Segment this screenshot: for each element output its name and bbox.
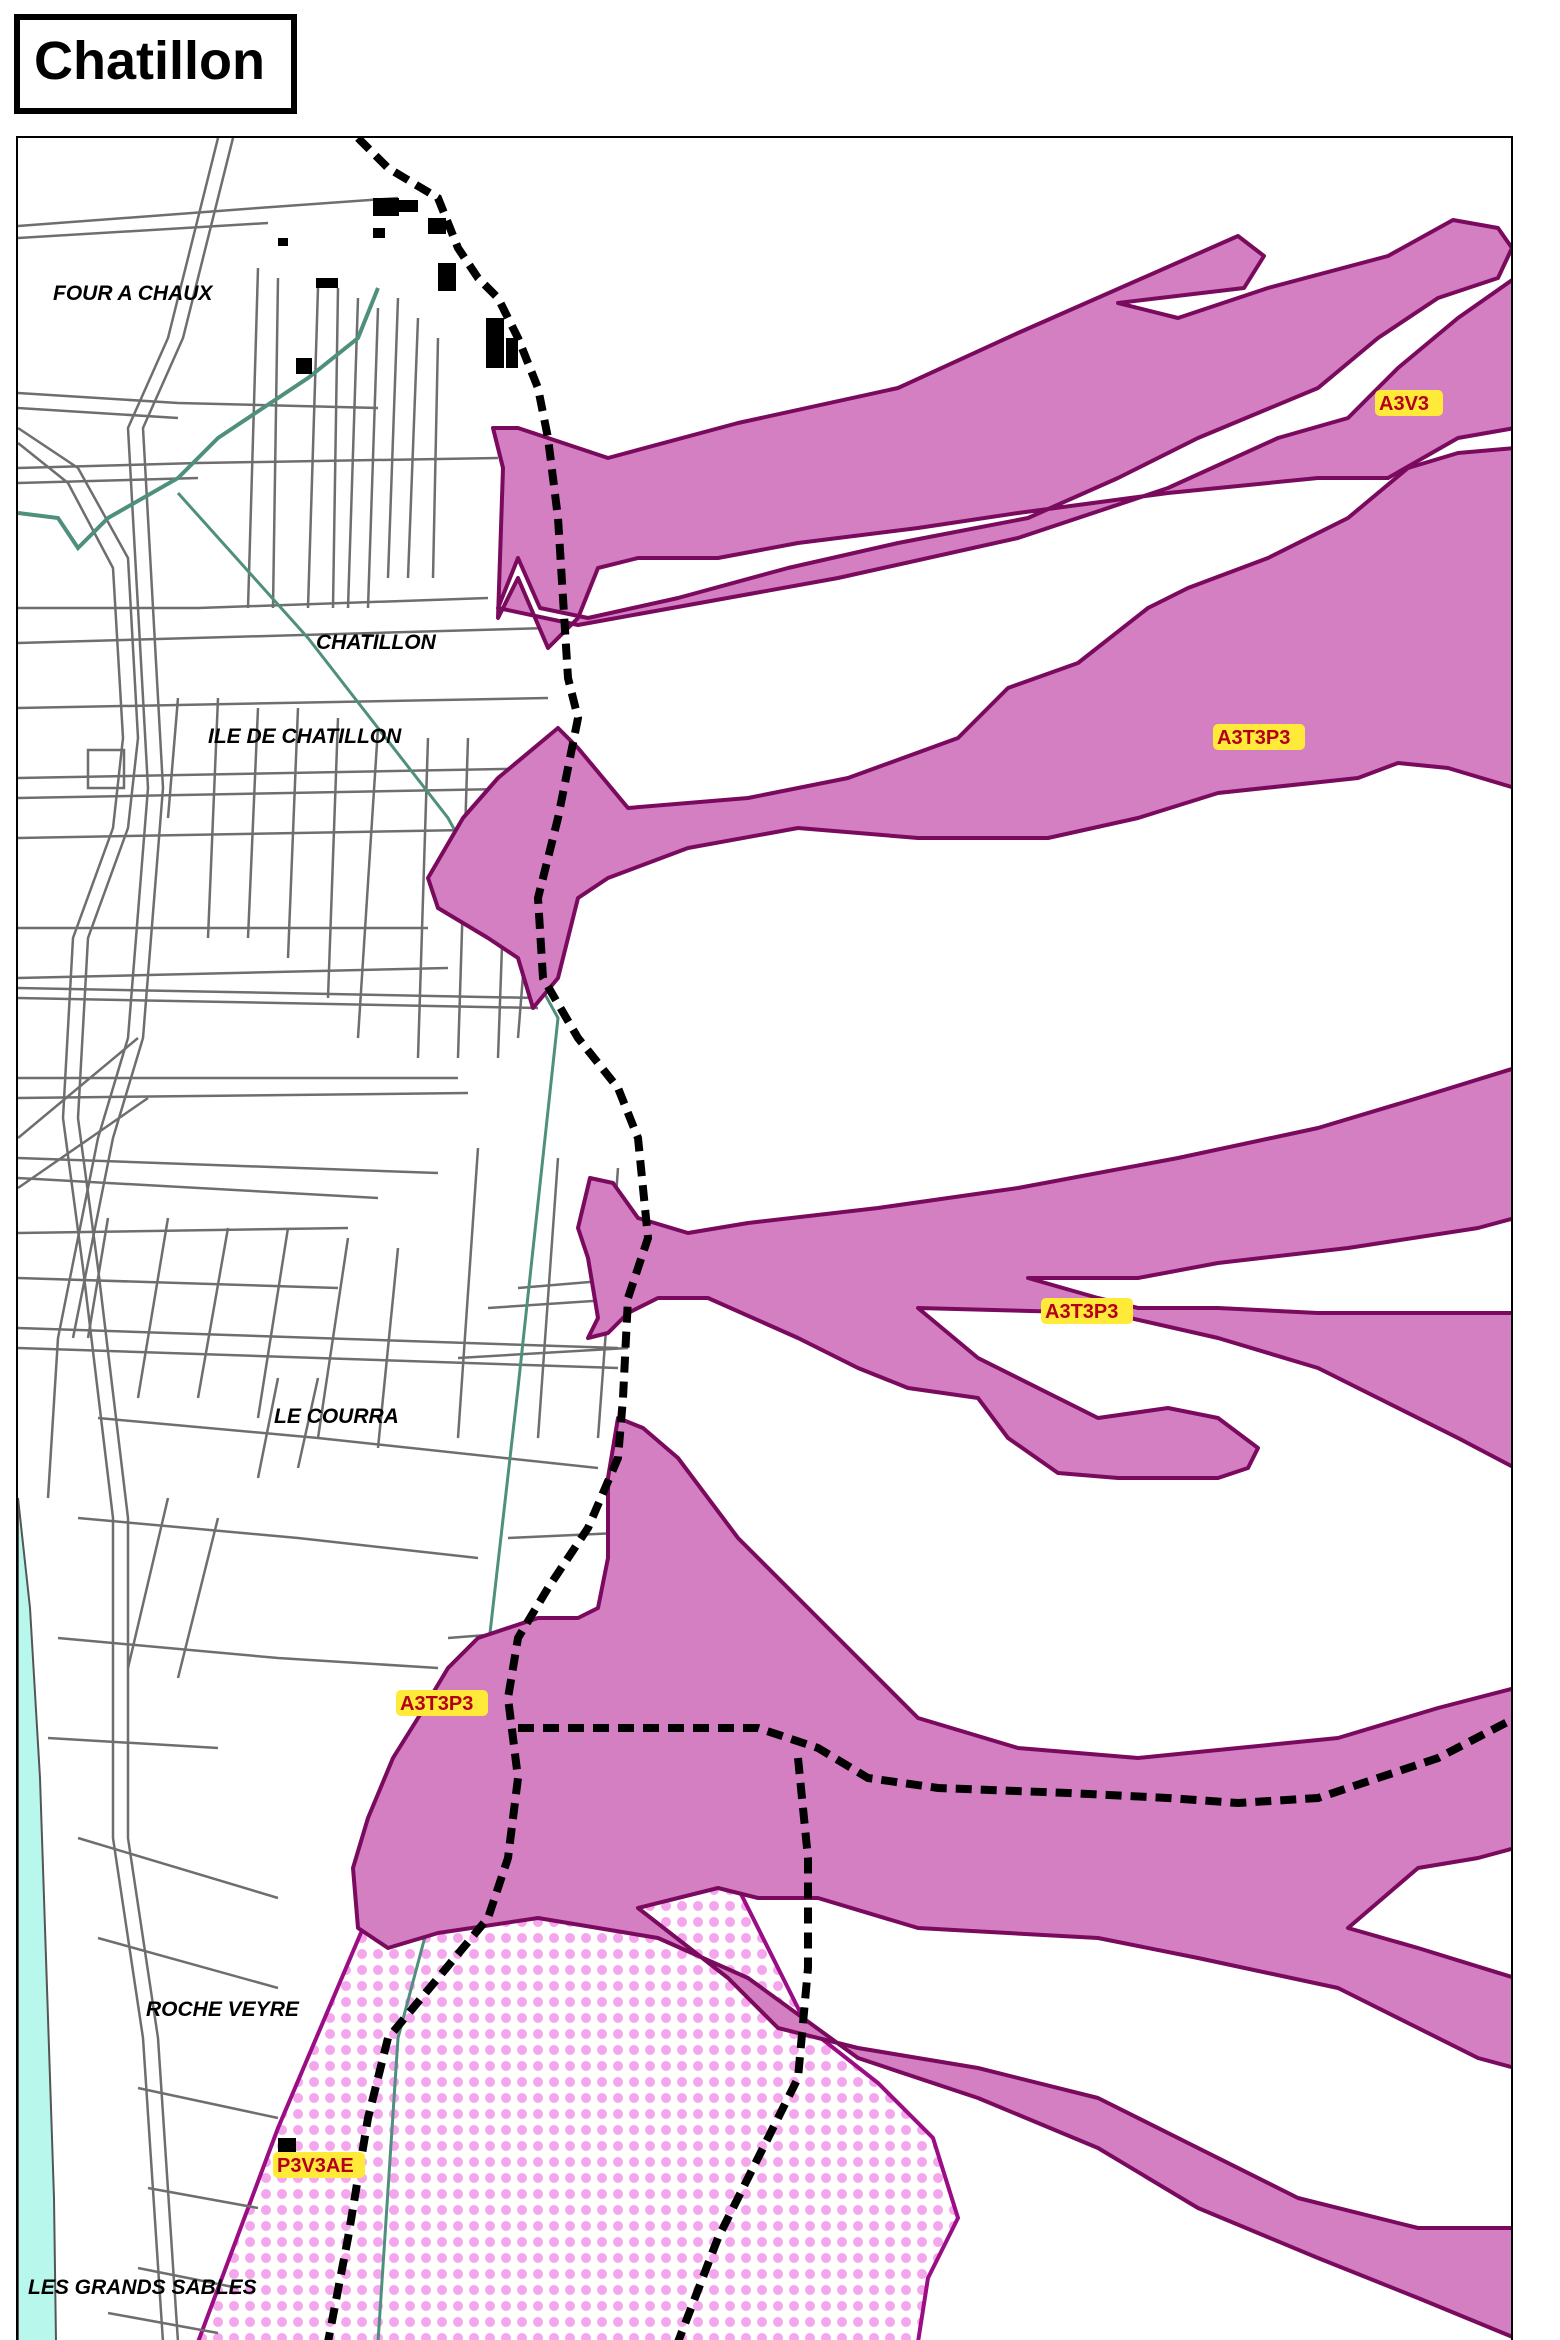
- boundary-dashed: [324, 138, 1511, 2340]
- map-title-box: Chatillon: [14, 14, 297, 114]
- zone-label-a3t3p3-1: A3T3P3: [1217, 727, 1290, 749]
- zone-label-p3v3ae: P3V3AE: [277, 2155, 354, 2177]
- hazard-zones: [351, 218, 1511, 2339]
- zone-label-a3v3-group: A3V3: [1375, 390, 1443, 416]
- hazard-zone-a3t3p3-1: [426, 446, 1511, 1010]
- hazard-zone-a3v3: [491, 218, 1511, 650]
- creek-line: [176, 491, 560, 2340]
- map-canvas: FOUR A CHAUX CHATILLON ILE DE CHATILLON …: [18, 138, 1511, 2340]
- parcel-lines: [18, 138, 639, 2340]
- zone-label-a3t3p3-1-group: A3T3P3: [1213, 724, 1305, 750]
- map-frame: FOUR A CHAUX CHATILLON ILE DE CHATILLON …: [16, 136, 1513, 2340]
- zone-label-p3v3ae-group: P3V3AE: [273, 2152, 365, 2178]
- zone-label-a3t3p3-2-group: A3T3P3: [1041, 1298, 1133, 1324]
- river: [18, 1497, 57, 2340]
- map-title: Chatillon: [34, 31, 265, 91]
- place-roche-veyre: ROCHE VEYRE: [146, 1998, 300, 2021]
- hazard-zone-a3t3p3-2: [576, 1067, 1511, 1480]
- zone-label-a3v3: A3V3: [1379, 393, 1429, 415]
- creek: [18, 287, 380, 552]
- place-chatillon: CHATILLON: [316, 631, 437, 654]
- place-four-a-chaux: FOUR A CHAUX: [53, 282, 214, 305]
- place-le-courra: LE COURRA: [274, 1405, 399, 1428]
- zone-label-a3t3p3-3-group: A3T3P3: [396, 1690, 488, 1716]
- hazard-zone-a3t3p3-3: [351, 1416, 1511, 2339]
- zone-label-a3t3p3-2: A3T3P3: [1045, 1301, 1118, 1323]
- place-les-grands-sables: LES GRANDS SABLES: [28, 2276, 257, 2299]
- zone-label-a3t3p3-3: A3T3P3: [400, 1693, 473, 1715]
- place-ile-de-chatillon: ILE DE CHATILLON: [208, 725, 402, 748]
